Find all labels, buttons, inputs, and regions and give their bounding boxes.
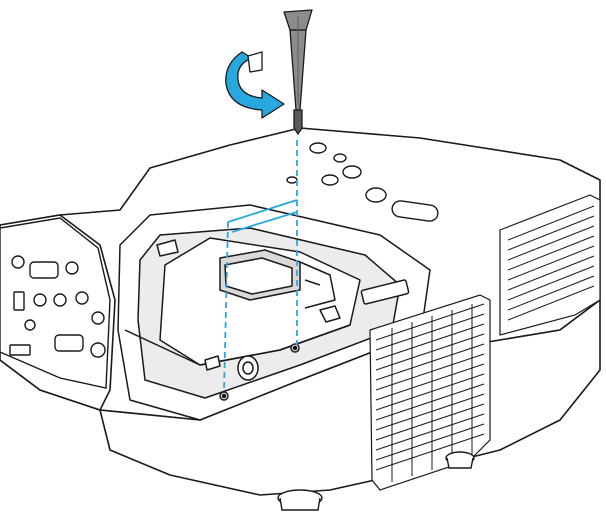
vent-line [375, 343, 485, 381]
vent-line [375, 333, 485, 371]
control-button [321, 174, 339, 186]
guide-line [227, 199, 298, 223]
vent-line [507, 245, 595, 281]
vent-line [375, 403, 485, 441]
av-port [91, 311, 105, 325]
guide-line [223, 221, 229, 393]
av-port [33, 293, 47, 307]
indicator [286, 176, 298, 184]
usb-port [9, 344, 31, 356]
vent-line [375, 373, 485, 411]
control-button-long [391, 200, 439, 222]
usb-port [13, 291, 25, 311]
alignment-guides [223, 140, 298, 393]
control-panel [238, 142, 439, 222]
vent-line [375, 433, 485, 471]
av-port [75, 291, 89, 305]
control-button [342, 165, 362, 179]
vga-port [54, 334, 84, 352]
vent-grille-lines [375, 205, 595, 482]
guide-line [231, 211, 298, 233]
vent-line [375, 423, 485, 461]
vent-line [507, 235, 595, 271]
vent-line [375, 363, 485, 401]
vga-port [29, 261, 59, 279]
vent-line [507, 275, 595, 311]
screw-hole [221, 393, 227, 399]
av-port [11, 255, 25, 269]
av-port [53, 293, 67, 307]
vent-line [375, 383, 485, 421]
vent-slot [360, 279, 410, 305]
control-button [333, 153, 347, 163]
vent-line [507, 285, 595, 321]
vent-line [507, 215, 595, 251]
lamp-compartment [117, 204, 431, 421]
vent-line [375, 323, 485, 361]
vent-line [507, 265, 595, 301]
io-panel [0, 217, 111, 389]
rotate-counterclockwise-arrow-icon [225, 51, 285, 119]
screwdriver-icon [283, 9, 313, 135]
vent-line [375, 303, 485, 341]
vent-line [507, 205, 595, 241]
av-port [24, 319, 36, 331]
vent-line [375, 413, 485, 451]
screw-hole [292, 345, 298, 351]
vent-line [507, 225, 595, 261]
vent-line [375, 353, 485, 391]
vent-line [507, 255, 595, 291]
control-button [309, 142, 327, 154]
control-button [365, 187, 387, 203]
vent-line [375, 313, 485, 351]
av-port [65, 261, 79, 275]
av-port [90, 342, 106, 358]
projector-feet [277, 451, 475, 511]
vent-line [375, 393, 485, 431]
